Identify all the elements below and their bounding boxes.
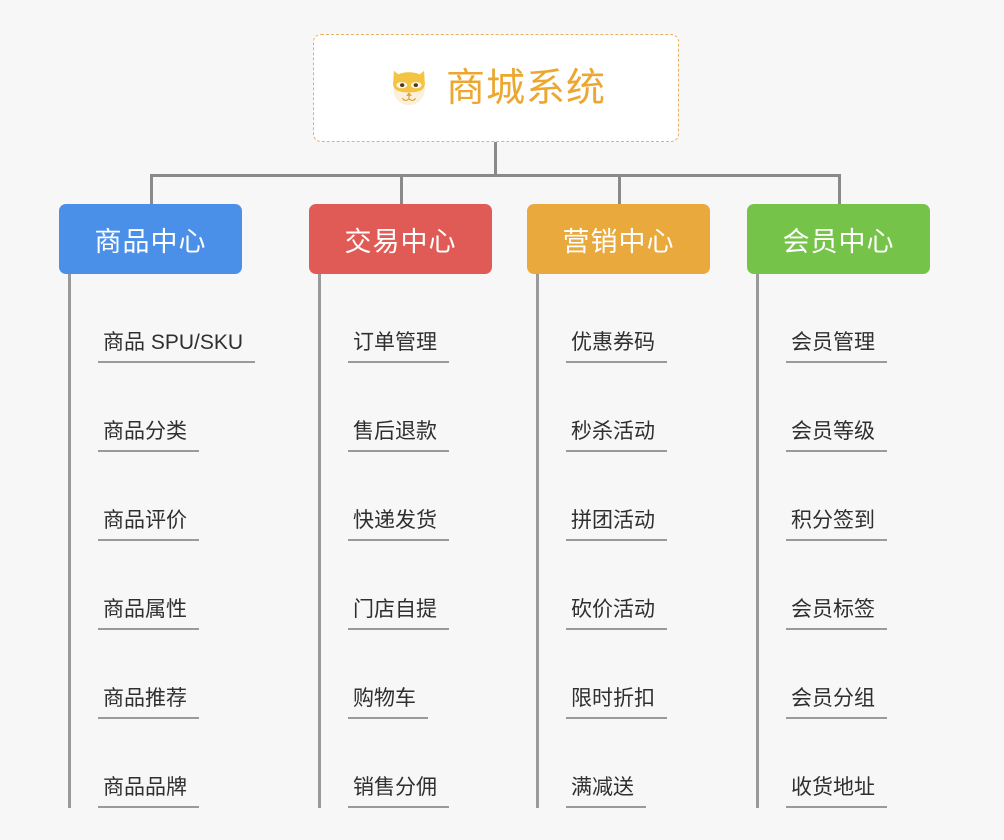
list-item[interactable]: 满减送 [538,719,710,808]
connector-horizontal-bus [151,174,841,177]
list-item-label: 秒杀活动 [566,420,667,452]
list-item[interactable]: 积分签到 [758,452,930,541]
leaf-list: 商品 SPU/SKU 商品分类 商品评价 商品属性 商品推荐 商品品牌 [70,274,256,808]
column-marketing-center: 营销中心 优惠券码 秒杀活动 拼团活动 砍价活动 限时折扣 [527,204,710,808]
category-box-member-center[interactable]: 会员中心 [747,204,930,274]
list-item[interactable]: 会员管理 [758,274,930,363]
category-box-marketing-center[interactable]: 营销中心 [527,204,710,274]
list-item[interactable]: 优惠券码 [538,274,710,363]
list-item[interactable]: 商品品牌 [70,719,242,808]
leaf-list: 订单管理 售后退款 快递发货 门店自提 购物车 销售分佣 [320,274,492,808]
column-spine [536,274,539,808]
list-item[interactable]: 商品评价 [70,452,242,541]
list-item[interactable]: 限时折扣 [538,630,710,719]
list-item-label: 门店自提 [348,598,449,630]
list-item[interactable]: 秒杀活动 [538,363,710,452]
list-item-label: 满减送 [566,776,646,808]
list-item[interactable]: 商品属性 [70,541,242,630]
category-box-product-center[interactable]: 商品中心 [59,204,242,274]
list-item[interactable]: 收货地址 [758,719,930,808]
list-item[interactable]: 拼团活动 [538,452,710,541]
list-item-label: 商品属性 [98,598,199,630]
category-title: 营销中心 [562,226,675,257]
column-product-center: 商品中心 商品 SPU/SKU 商品分类 商品评价 商品属性 商品推荐 [59,204,256,808]
list-item[interactable]: 门店自提 [320,541,492,630]
root-node[interactable]: 商城系统 [313,34,679,142]
list-item[interactable]: 商品 SPU/SKU [70,274,256,363]
category-box-trade-center[interactable]: 交易中心 [309,204,492,274]
category-title: 交易中心 [344,226,457,257]
list-item[interactable]: 购物车 [320,630,492,719]
connector-root-stem [494,142,497,176]
list-item-label: 砍价活动 [566,598,667,630]
list-item-label: 商品评价 [98,509,199,541]
list-item[interactable]: 售后退款 [320,363,492,452]
column-member-center: 会员中心 会员管理 会员等级 积分签到 会员标签 会员分组 [747,204,930,808]
list-item-label: 快递发货 [348,509,449,541]
list-item-label: 购物车 [348,687,428,719]
list-item-label: 商品 SPU/SKU [98,331,256,363]
list-item[interactable]: 会员分组 [758,630,930,719]
list-item-label: 订单管理 [348,331,449,363]
list-item-label: 会员标签 [786,598,887,630]
shiba-dog-icon [393,70,425,106]
root-title: 商城系统 [445,66,606,110]
list-item-label: 售后退款 [348,420,449,452]
connector-drop-1 [150,174,153,206]
category-title: 商品中心 [94,226,207,257]
column-spine [68,274,71,808]
connector-drop-4 [838,174,841,206]
list-item[interactable]: 商品推荐 [70,630,242,719]
list-item[interactable]: 快递发货 [320,452,492,541]
list-item-label: 商品分类 [98,420,199,452]
leaf-list: 优惠券码 秒杀活动 拼团活动 砍价活动 限时折扣 满减送 [538,274,710,808]
list-item-label: 商品品牌 [98,776,199,808]
list-item-label: 会员等级 [786,420,887,452]
column-spine [756,274,759,808]
list-item[interactable]: 会员标签 [758,541,930,630]
category-title: 会员中心 [782,226,895,257]
connector-drop-3 [618,174,621,206]
column-spine [318,274,321,808]
list-item[interactable]: 砍价活动 [538,541,710,630]
list-item[interactable]: 订单管理 [320,274,492,363]
list-item-label: 收货地址 [786,776,887,808]
list-item[interactable]: 销售分佣 [320,719,492,808]
list-item-label: 限时折扣 [566,687,667,719]
list-item-label: 会员分组 [786,687,887,719]
leaf-list: 会员管理 会员等级 积分签到 会员标签 会员分组 收货地址 [758,274,930,808]
list-item-label: 会员管理 [786,331,887,363]
list-item[interactable]: 会员等级 [758,363,930,452]
list-item-label: 拼团活动 [566,509,667,541]
list-item-label: 优惠券码 [566,331,667,363]
list-item-label: 积分签到 [786,509,887,541]
list-item-label: 销售分佣 [348,776,449,808]
list-item-label: 商品推荐 [98,687,199,719]
column-trade-center: 交易中心 订单管理 售后退款 快递发货 门店自提 购物车 [309,204,492,808]
list-item[interactable]: 商品分类 [70,363,242,452]
connector-drop-2 [400,174,403,206]
